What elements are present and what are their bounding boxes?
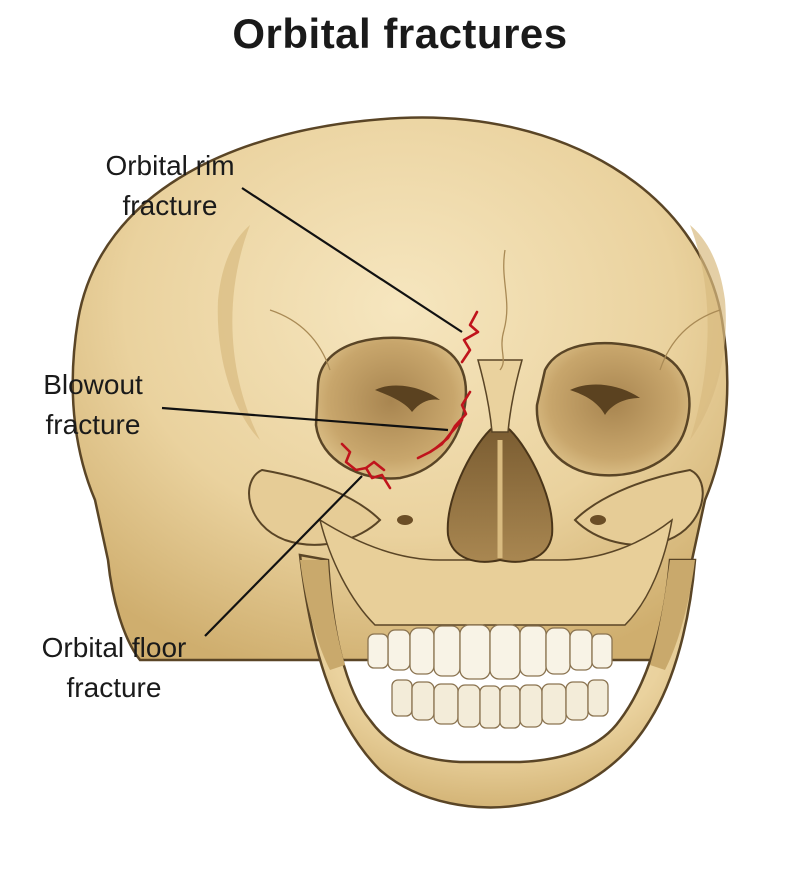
right-orbit <box>535 341 691 477</box>
mandible <box>298 553 697 809</box>
nasal-bone <box>477 359 523 433</box>
blowout-fracture-2 <box>416 418 464 460</box>
label-orbital-floor-fracture: Orbital floor fracture <box>14 628 214 708</box>
page-title: Orbital fractures <box>232 10 568 57</box>
left-orbit <box>314 336 468 480</box>
floor-fracture-1 <box>340 442 392 490</box>
leader-lines <box>161 187 463 637</box>
label-blowout-fracture: Blowout fracture <box>18 365 168 445</box>
left-foramen <box>397 515 413 525</box>
left-temporal <box>217 225 260 440</box>
label-line: fracture <box>45 409 141 440</box>
right-ramus-shadow <box>650 560 695 670</box>
label-line: Blowout <box>43 369 143 400</box>
label-line: Orbital rim <box>105 150 235 181</box>
left-orbit-fissure <box>375 385 440 412</box>
label-line: fracture <box>66 672 162 703</box>
sagittal-suture <box>499 249 508 371</box>
coronal-suture-left <box>269 309 331 371</box>
floor-leader <box>204 475 363 637</box>
rim-leader <box>241 187 463 333</box>
label-line: Orbital floor <box>41 632 187 663</box>
lower-teeth <box>391 679 609 729</box>
maxilla <box>318 518 674 626</box>
blowout-leader <box>161 406 449 432</box>
label-orbital-rim-fracture: Orbital rim fracture <box>70 146 270 226</box>
fracture-lines <box>340 310 480 490</box>
floor-fracture-2 <box>364 460 386 472</box>
right-orbit-fissure <box>570 384 640 415</box>
label-line: fracture <box>122 190 218 221</box>
rim-fracture <box>460 310 480 364</box>
right-foramen <box>590 515 606 525</box>
coronal-suture-right <box>659 309 721 371</box>
upper-teeth <box>367 624 613 680</box>
right-temporal <box>690 225 726 440</box>
left-ramus-shadow <box>300 560 345 670</box>
